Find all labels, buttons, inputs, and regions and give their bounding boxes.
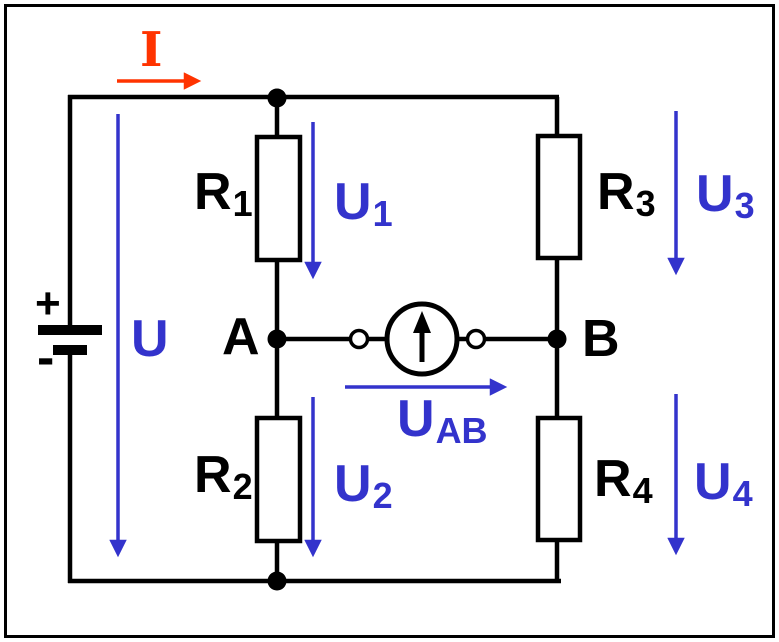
- r2-label-sub: 2: [232, 466, 253, 507]
- battery-plate-positive: [38, 325, 102, 335]
- r2-label-base: R: [194, 446, 232, 504]
- battery-plate-negative: [53, 345, 87, 355]
- r4-label: R4: [594, 450, 653, 509]
- resistor-r3-body: [535, 133, 583, 261]
- u3-label-base: U: [696, 165, 734, 223]
- node-b-label: B: [582, 313, 620, 365]
- battery-minus-label: -: [37, 332, 54, 384]
- uab-label-sub: AB: [435, 410, 488, 451]
- node-dot-top: [267, 88, 287, 108]
- u3-label: U3: [696, 165, 755, 224]
- r1-label: R1: [194, 163, 253, 222]
- r3-label-base: R: [597, 163, 635, 221]
- meter-terminal-right: [465, 328, 487, 350]
- resistor-r2-body: [254, 415, 303, 544]
- battery-plus-text: +: [35, 279, 61, 328]
- resistor-r4-body: [535, 415, 583, 543]
- node-a-text: A: [222, 308, 260, 366]
- current-label: I: [140, 26, 162, 74]
- source-voltage-label: U: [131, 313, 169, 365]
- u4-label-base: U: [694, 453, 732, 511]
- u2-label-base: U: [334, 455, 372, 513]
- battery-plus-label: +: [35, 282, 61, 326]
- u1-label: U1: [334, 173, 393, 232]
- battery-minus-text: -: [37, 329, 55, 387]
- u4-label-sub: 4: [732, 473, 753, 514]
- node-dot-b: [547, 329, 567, 349]
- u1-label-sub: 1: [372, 193, 393, 234]
- r2-label: R2: [194, 446, 253, 505]
- node-dot-bottom: [267, 571, 287, 591]
- meter-arrow-head-icon: [413, 311, 431, 333]
- r4-label-sub: 4: [632, 470, 653, 511]
- u4-label: U4: [694, 453, 753, 512]
- r4-label-base: R: [594, 450, 632, 508]
- current-label-text: I: [140, 22, 163, 78]
- u1-label-base: U: [334, 173, 372, 231]
- u2-label-sub: 2: [372, 475, 393, 516]
- r3-label: R3: [597, 163, 656, 222]
- r3-label-sub: 3: [635, 183, 656, 224]
- r1-label-sub: 1: [232, 183, 253, 224]
- uab-label-base: U: [397, 390, 435, 448]
- node-a-label: A: [222, 311, 260, 363]
- resistor-r1-body: [254, 134, 303, 263]
- u2-label: U2: [334, 455, 393, 514]
- meter-terminal-left: [348, 328, 370, 350]
- node-dot-a: [267, 329, 287, 349]
- source-voltage-text: U: [131, 310, 169, 368]
- r1-label-base: R: [194, 163, 232, 221]
- node-b-text: B: [582, 310, 620, 368]
- uab-label: UAB: [397, 390, 488, 449]
- u3-label-sub: 3: [734, 185, 755, 226]
